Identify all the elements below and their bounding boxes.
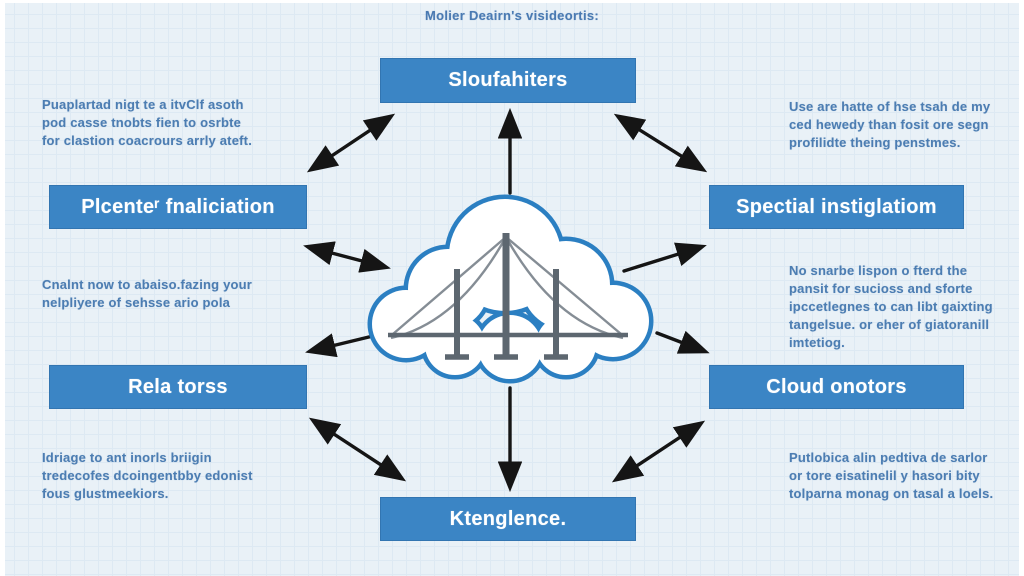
note-bottom-right: Putlobica alin pedtiva de sarlor or tore… bbox=[789, 450, 994, 501]
note-bottom-left: Idriage to ant inorls briigin tredecofes… bbox=[42, 450, 253, 501]
arrow-cloud-to-lower-right bbox=[655, 330, 710, 354]
node-lower-left: Rela torss bbox=[49, 365, 307, 409]
node-upper-left-label: Plcenteʳ fnaliciation bbox=[81, 195, 275, 218]
arrow-cloud-to-lower-left bbox=[305, 333, 375, 358]
cloud-bridge-icon bbox=[367, 194, 654, 384]
note-mid-right: No snarbe lispon o fterd the pansit for … bbox=[789, 263, 993, 350]
diagram-title: Molier Deairn's visideortis: bbox=[424, 8, 600, 23]
canvas-edge-left bbox=[0, 0, 5, 576]
node-upper-right: Spectial instiglatiom bbox=[709, 185, 964, 229]
arrow-upper-left-to-cloud bbox=[303, 241, 391, 273]
arrow-cloud-to-upper-right bbox=[622, 242, 707, 273]
arrow-top-to-upper-left bbox=[306, 113, 396, 173]
node-bottom: Ktenglence. bbox=[380, 497, 636, 541]
note-mid-left: Cnalnt now to abaiso.fazing your nelpliy… bbox=[42, 277, 253, 310]
node-lower-right: Cloud onotors bbox=[709, 365, 964, 409]
arrow-bottom-to-lower-right bbox=[611, 420, 706, 483]
node-top: Sloufahiters bbox=[380, 58, 636, 103]
node-upper-right-label: Spectial instiglatiom bbox=[736, 195, 937, 218]
node-top-label: Sloufahiters bbox=[448, 69, 568, 91]
node-lower-left-label: Rela torss bbox=[128, 375, 228, 398]
node-upper-left: Plcenteʳ fnaliciation bbox=[49, 185, 307, 229]
node-bottom-label: Ktenglence. bbox=[449, 507, 567, 530]
note-top-right: Use are hatte of hse tsah de my ced hewe… bbox=[789, 99, 991, 150]
canvas-edge-right bbox=[1019, 0, 1024, 576]
canvas-edge-top bbox=[0, 0, 1024, 3]
arrow-top-to-upper-right bbox=[613, 113, 708, 173]
arrow-lower-left-to-bottom bbox=[308, 417, 407, 482]
node-lower-right-label: Cloud onotors bbox=[766, 375, 907, 398]
note-top-left: Puaplartad nigt te a itvClf asoth pod ca… bbox=[42, 97, 253, 148]
bridge-graphic bbox=[388, 233, 628, 360]
